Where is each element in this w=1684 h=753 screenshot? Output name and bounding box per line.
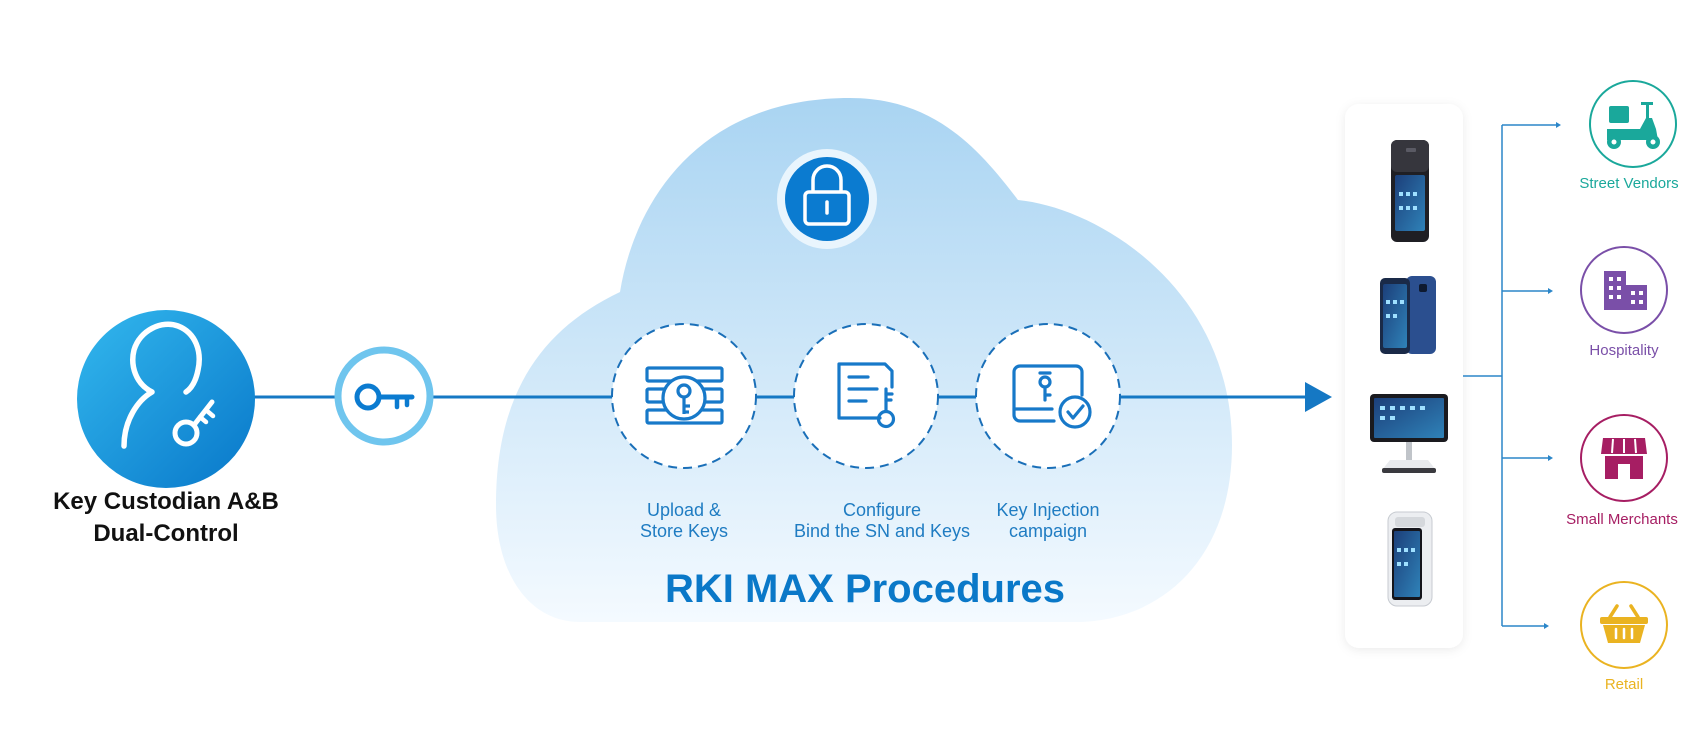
storefront-icon — [1580, 414, 1668, 502]
step-configure-label: Configure Bind the SN and Keys — [772, 500, 992, 542]
step-upload-line2: Store Keys — [639, 521, 729, 541]
padlock-icon — [777, 149, 877, 249]
key-vault-icon — [611, 323, 757, 469]
custodian-line1: Key Custodian A&B — [53, 488, 279, 515]
building-icon — [1580, 246, 1668, 334]
basket-icon — [1580, 581, 1668, 669]
key-card-check-icon — [975, 323, 1121, 469]
branch-arrowheads — [1544, 122, 1561, 629]
step-injection-line1: Key Injection — [996, 500, 1100, 520]
scooter-icon — [1589, 80, 1677, 168]
step-upload-line1: Upload & — [646, 500, 722, 520]
key-icon — [334, 346, 434, 446]
user-key-icon — [77, 310, 255, 488]
document-key-icon — [793, 323, 939, 469]
category-small-merchants: Small Merchants — [1566, 511, 1678, 528]
custodian-label: Key Custodian A&B Dual-Control — [30, 486, 302, 550]
category-hospitality: Hospitality — [1589, 342, 1659, 359]
smart-pos-terminal-icon — [1387, 511, 1433, 607]
branch-connectors — [1463, 124, 1556, 627]
procedures-title: RKI MAX Procedures — [664, 567, 1066, 611]
step-upload-label: Upload & Store Keys — [604, 500, 764, 542]
step-injection-label: Key Injection campaign — [968, 500, 1128, 542]
devices-panel — [1345, 104, 1463, 648]
handheld-pos-printer-icon — [1391, 140, 1429, 242]
step-configure-line2: Bind the SN and Keys — [793, 521, 971, 541]
handheld-pos-icon — [1380, 276, 1436, 354]
custodian-line2: Dual-Control — [93, 520, 239, 547]
step-configure-line1: Configure — [842, 500, 922, 520]
category-retail: Retail — [1604, 676, 1644, 693]
step-injection-line2: campaign — [1008, 521, 1088, 541]
flow-arrowhead — [1305, 382, 1332, 412]
desktop-pos-tablet-icon — [1370, 394, 1448, 473]
category-street-vendors: Street Vendors — [1579, 175, 1679, 192]
